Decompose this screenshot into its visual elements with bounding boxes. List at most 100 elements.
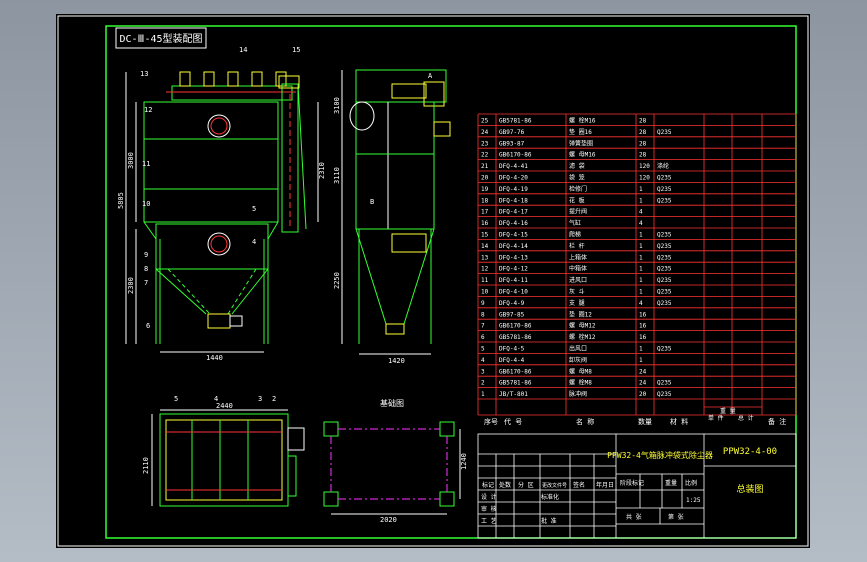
header-remark: 备 注 [768, 417, 786, 426]
parts-cell-no: 25 [481, 118, 489, 125]
parts-cell-mat: 涤纶 [657, 162, 669, 170]
side-callout-a: A [428, 72, 433, 80]
plan-view-labels: 2440 2110 5 4 3 2 [142, 395, 276, 474]
parts-cell-qty: 4 [639, 209, 643, 216]
parts-cell-name: 螺 栓M12 [569, 333, 596, 341]
parts-cell-name: 螺 栓M16 [569, 117, 596, 125]
parts-cell-no: 9 [481, 300, 485, 307]
tb-left-2: 分 区 [518, 481, 534, 489]
parts-cell-qty: 20 [639, 391, 647, 398]
front-dim-width: 1440 [206, 354, 223, 362]
parts-cell-name: 垫 圈16 [569, 128, 592, 136]
tb-role-4: 批 准 [541, 517, 557, 525]
parts-cell-code: DFQ-4-13 [499, 254, 528, 261]
tb-role-2: 审 核 [481, 505, 497, 513]
foundation-title: 基础图 [380, 398, 404, 408]
tb-role-3: 工 艺 [481, 517, 497, 525]
front-dim-total: 5805 [117, 192, 125, 209]
header-name: 名 称 [576, 417, 594, 426]
parts-cell-code: JB/T-801 [499, 391, 528, 398]
parts-cell-name: 爬梯 [569, 231, 581, 239]
parts-cell-no: 21 [481, 163, 489, 170]
parts-cell-mat: Q235 [657, 232, 672, 239]
parts-cell-no: 16 [481, 220, 489, 227]
parts-cell-no: 22 [481, 152, 489, 159]
parts-cell-mat: Q235 [657, 346, 672, 353]
parts-cell-code: DFQ-4-14 [499, 243, 528, 250]
drawing-number: PPW32-4-00 [723, 447, 777, 457]
parts-cell-qty: 16 [639, 311, 647, 318]
parts-cell-qty: 28 [639, 152, 647, 159]
tb-left-0: 标记 [482, 481, 494, 489]
parts-cell-name: 袋 笼 [569, 174, 585, 182]
plan-dim-top: 2440 [216, 402, 233, 410]
parts-cell-qty: 16 [639, 323, 647, 330]
parts-cell-mat: Q235 [657, 391, 672, 398]
parts-cell-mat: Q235 [657, 175, 672, 182]
tb-role-0: 设 计 [481, 493, 497, 501]
parts-cell-code: DFQ-4-15 [499, 232, 528, 239]
title-box-text: DC-Ⅲ-45型装配图 [119, 32, 202, 45]
parts-cell-qty: 4 [639, 220, 643, 227]
foundation-view-labels: 基础图 2020 1240 [380, 398, 468, 524]
parts-cell-no: 18 [481, 197, 489, 204]
callout-4: 4 [252, 238, 256, 246]
parts-cell-name: 螺 母M8 [569, 367, 592, 375]
parts-cell-mat: Q235 [657, 380, 672, 387]
parts-cell-qty: 24 [639, 368, 647, 375]
plan-view [151, 409, 305, 507]
parts-cell-name: 提升阀 [569, 208, 587, 216]
parts-cell-qty: 1 [639, 289, 643, 296]
parts-cell-qty: 120 [639, 175, 650, 182]
weight-label: 重量 [665, 479, 677, 487]
sheet-number: 第 张 [668, 513, 684, 521]
parts-cell-code: DFQ-4-41 [499, 163, 528, 170]
callout-13: 13 [140, 70, 148, 78]
parts-cell-mat: Q235 [657, 197, 672, 204]
parts-cell-code: DFQ-4-18 [499, 197, 528, 204]
parts-cell-code: GB97-85 [499, 311, 525, 318]
parts-cell-qty: 120 [639, 163, 650, 170]
parts-cell-mat: Q235 [657, 129, 672, 136]
parts-cell-code: DFQ-4-5 [499, 346, 525, 353]
plan-callout-3: 3 [258, 395, 262, 403]
parts-cell-qty: 28 [639, 118, 647, 125]
header-no: 序号 [484, 417, 498, 426]
side-dim-top: 3100 [333, 97, 341, 114]
parts-cell-no: 7 [481, 323, 485, 330]
parts-cell-name: 螺 栓M8 [569, 379, 592, 387]
parts-cell-qty: 16 [639, 334, 647, 341]
parts-cell-qty: 1 [639, 254, 643, 261]
plan-callout-5: 5 [174, 395, 178, 403]
tb-left-1: 处数 [499, 481, 511, 489]
parts-cell-no: 5 [481, 346, 485, 353]
front-dim-upper: 3000 [127, 152, 135, 169]
sheet-border-outer [57, 15, 809, 547]
parts-cell-code: GB5781-86 [499, 380, 532, 387]
plan-dim-side: 2110 [142, 457, 150, 474]
callout-6: 6 [146, 322, 150, 330]
parts-cell-code: DFQ-4-19 [499, 186, 528, 193]
product-name: PPW32-4气箱脉冲袋式除尘器 [607, 450, 713, 460]
parts-cell-code: DFQ-4-17 [499, 209, 528, 216]
parts-cell-code: GB97-76 [499, 129, 525, 136]
parts-cell-name: 垫 圈12 [569, 310, 592, 318]
parts-cell-no: 6 [481, 334, 485, 341]
parts-cell-name: 卸灰阀 [569, 356, 587, 364]
parts-cell-name: 螺 母M12 [569, 322, 596, 330]
parts-cell-no: 23 [481, 140, 489, 147]
callout-8: 8 [144, 265, 148, 273]
parts-cell-qty: 4 [639, 300, 643, 307]
parts-cell-qty: 1 [639, 243, 643, 250]
header-code: 代 号 [504, 417, 522, 426]
callout-14: 14 [239, 46, 247, 54]
cad-viewport[interactable]: DC-Ⅲ-45型装配图 [56, 14, 810, 548]
scale-value: 1:25 [686, 497, 701, 504]
tb-left-4: 签名 [573, 481, 585, 489]
side-dim-low: 2250 [333, 272, 341, 289]
parts-cell-name: 滤 袋 [569, 162, 585, 170]
parts-cell-qty: 1 [639, 346, 643, 353]
parts-cell-no: 12 [481, 266, 489, 273]
parts-cell-qty: 1 [639, 186, 643, 193]
title-block [477, 433, 797, 539]
